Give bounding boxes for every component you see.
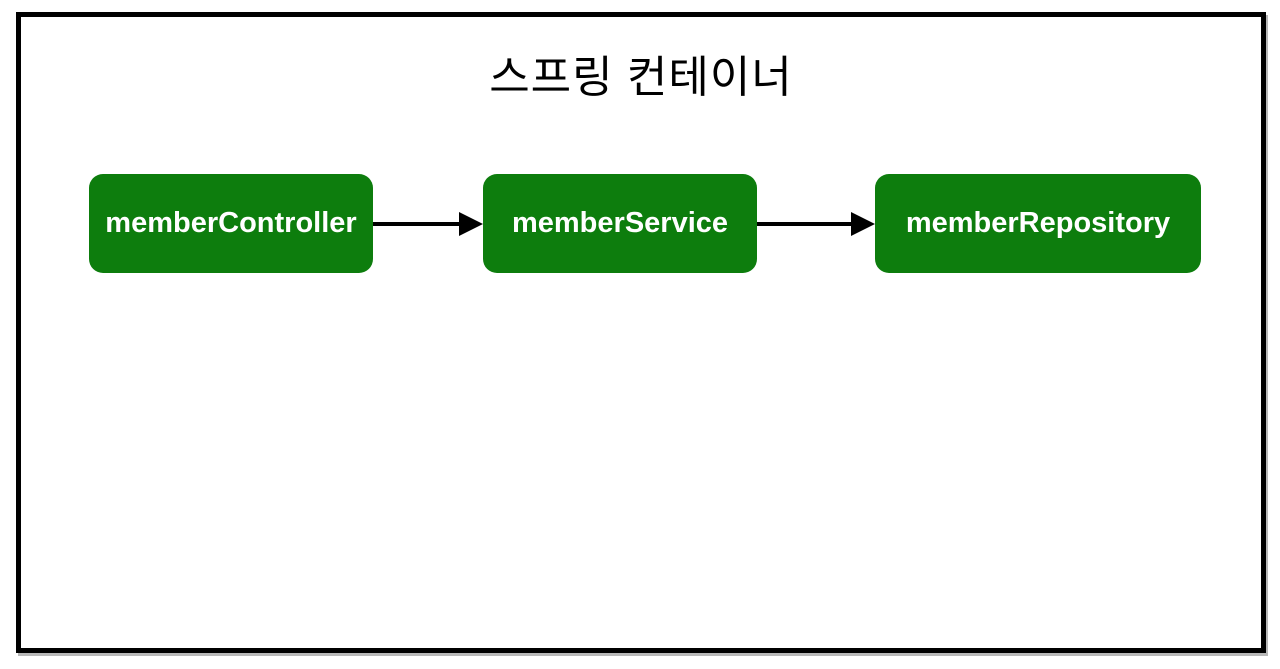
arrow-service-to-repository bbox=[757, 174, 875, 273]
arrow-line bbox=[373, 221, 459, 226]
node-label: memberService bbox=[511, 207, 729, 239]
node-member-service: memberService bbox=[483, 174, 757, 273]
arrow-head-icon bbox=[851, 211, 875, 236]
node-label: memberController bbox=[105, 207, 357, 239]
nodes-row: memberController memberService memberRep… bbox=[89, 174, 1201, 273]
diagram-frame: 스프링 컨테이너 memberController memberService … bbox=[16, 12, 1266, 653]
diagram-title: 스프링 컨테이너 bbox=[489, 53, 793, 102]
node-member-repository: memberRepository bbox=[875, 174, 1201, 273]
node-member-controller: memberController bbox=[89, 174, 373, 273]
node-label: memberRepository bbox=[905, 207, 1171, 239]
arrow-line bbox=[757, 221, 851, 226]
arrow-controller-to-service bbox=[373, 174, 483, 273]
arrow-head-icon bbox=[459, 211, 483, 236]
